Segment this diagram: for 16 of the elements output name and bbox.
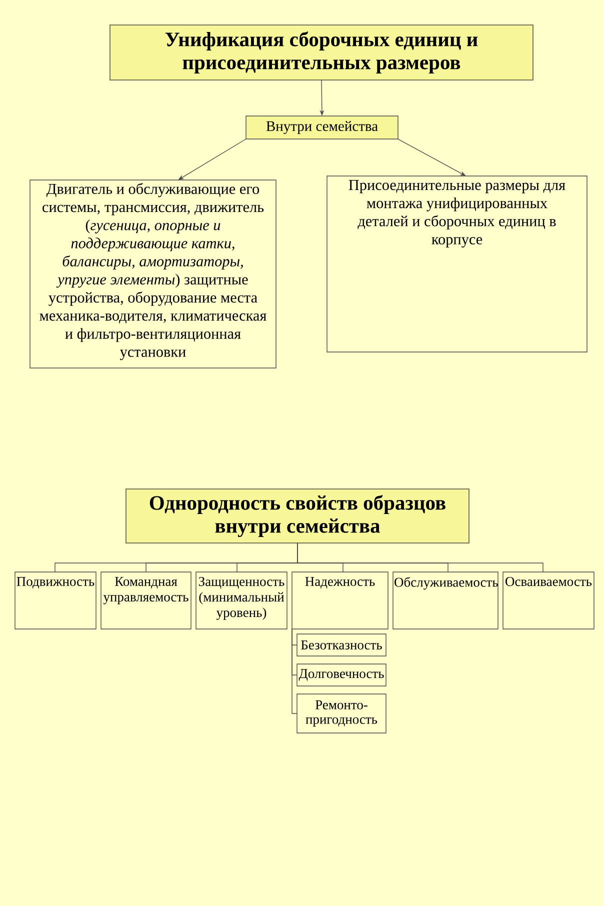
title-box: Однородность свойств образцов внутри семейства (126, 488, 470, 544)
category-box: Командная управляемость (100, 572, 192, 630)
connector-line (297, 542, 544, 572)
text-box: Двигатель и обслуживающие его системы, трансмиссия, движитель (гусеница, опорные и поддерживающие катки, балансиры, амортизаторы, упругие элементы) защитные устройства, оборудование места механика-водителя, климатическая и фильтро-вентиляционная установки (30, 180, 276, 368)
subcategory-box: Безотказность (296, 634, 386, 656)
category-box: Защищенность (минимальный уровень) (196, 572, 288, 630)
subcategory-box: Долговечность (296, 664, 386, 686)
category-box: Обслуживаемость (392, 572, 498, 630)
category-box: Осваиваемость (502, 572, 594, 630)
title-box: Унификация сборочных единиц и присоединительных размеров (110, 24, 534, 80)
category-box: Подвижность (14, 572, 96, 630)
category-box: Надежность (292, 572, 388, 630)
subcategory-box: Ремонто-пригодность (296, 694, 386, 734)
text-box: Присоединительные размеры для монтажа унифицированных деталей и сборочных единиц в корпусе (326, 176, 588, 352)
connector-line (292, 628, 298, 714)
label-box: Внутри семейства (246, 116, 398, 140)
